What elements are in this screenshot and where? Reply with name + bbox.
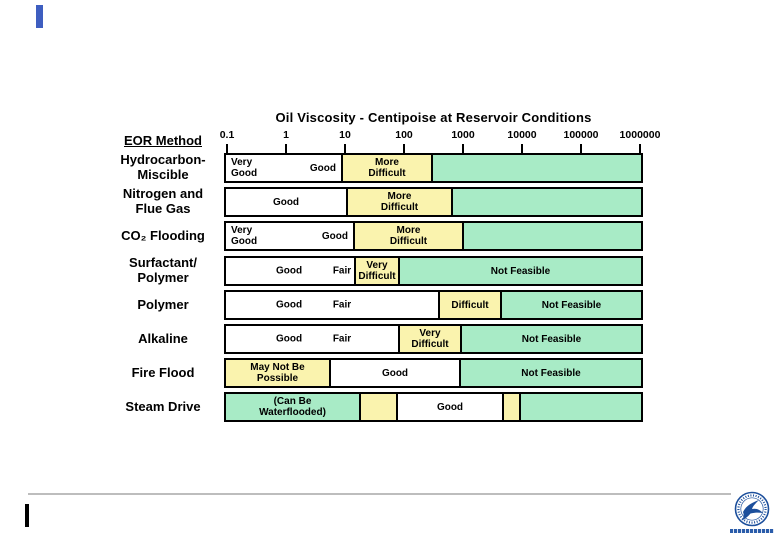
- segment-not-feasible: Not Feasible: [459, 358, 643, 388]
- method-label-alkaline: Alkaline: [138, 330, 188, 346]
- axis-tick-mark: [285, 144, 287, 153]
- segment-unlabeled: [431, 153, 643, 183]
- segment-may-not-be-possible: May Not Be Possible: [224, 358, 331, 388]
- axis-tick-mark: [403, 144, 405, 153]
- axis-tick-mark: [639, 144, 641, 153]
- axis-tick-mark: [580, 144, 582, 153]
- viscosity-bar-co-flooding: Very Good Good More Difficult: [224, 221, 643, 251]
- method-label-fire-flood: Fire Flood: [131, 364, 195, 380]
- axis-tick-label-100000: 100000: [563, 129, 599, 141]
- method-label-hydrocarbon-miscible: Hydrocarbon- Miscible: [120, 152, 206, 182]
- segment-label: Good: [321, 230, 348, 242]
- axis-tick-label-1: 1: [283, 129, 289, 141]
- axis-tick-label-100: 100: [395, 129, 413, 141]
- eor-method-column-header: EOR Method: [124, 133, 202, 148]
- segment-more-difficult: More Difficult: [353, 221, 464, 251]
- chart-title: Oil Viscosity - Centipoise at Reservoir …: [275, 110, 592, 125]
- method-label-surfactant-polymer: Surfactant/ Polymer: [129, 255, 197, 285]
- text-cursor: [25, 504, 29, 527]
- segment-label: Good: [275, 265, 303, 277]
- segment-very-difficult: Very Difficult: [398, 324, 462, 354]
- segment-not-feasible: Not Feasible: [460, 324, 643, 354]
- bird-icon: [742, 500, 763, 521]
- segment-label: Very Good: [231, 157, 258, 179]
- segment-good-fair: Good Fair: [224, 256, 356, 286]
- segment-label: Very Good: [231, 225, 258, 247]
- axis-tick-label-1000000: 1000000: [619, 129, 661, 141]
- axis-tick-label-10000: 10000: [507, 129, 537, 141]
- segment-very-good-good: Very Good Good: [224, 153, 343, 183]
- segment-unlabeled: [462, 221, 643, 251]
- axis-tick-label-10: 10: [339, 129, 351, 141]
- segment-good: Good: [224, 187, 348, 217]
- axis-tick-mark: [344, 144, 346, 153]
- segment-not-feasible: Not Feasible: [398, 256, 643, 286]
- logo-caption-text: [730, 529, 774, 533]
- segment-good-fair: Good Fair: [224, 324, 400, 354]
- segment-label: Fair: [332, 265, 352, 277]
- axis-tick-mark: [521, 144, 523, 153]
- axis-tick-mark: [226, 144, 228, 153]
- segment-can-be-waterflooded: (Can Be Waterflooded): [224, 392, 361, 422]
- segment-more-difficult: More Difficult: [346, 187, 453, 217]
- segment-label: Fair: [332, 333, 352, 345]
- segment-label: Fair: [332, 299, 352, 311]
- segment-good: Good: [329, 358, 461, 388]
- bird-emblem-logo: [734, 491, 770, 527]
- segment-difficult: Difficult: [438, 290, 502, 320]
- footer-divider: [28, 493, 731, 495]
- method-label-co-flooding: CO₂ Flooding: [121, 227, 205, 243]
- method-label-nitrogen-and-flue-gas: Nitrogen and Flue Gas: [122, 186, 204, 216]
- segment-unlabeled: [451, 187, 643, 217]
- method-label-steam-drive: Steam Drive: [125, 398, 201, 414]
- segment-label: Good: [275, 299, 303, 311]
- axis-tick-mark: [462, 144, 464, 153]
- segment-unlabeled: [359, 392, 398, 422]
- segment-more-difficult: More Difficult: [341, 153, 433, 183]
- segment-unlabeled: [519, 392, 643, 422]
- axis-tick-label-1000: 1000: [451, 129, 475, 141]
- segment-good: Good: [396, 392, 504, 422]
- viscosity-bar-hydrocarbon-miscible: Very Good Good More Difficult: [224, 153, 643, 183]
- segment-label: Good: [275, 333, 303, 345]
- segment-not-feasible: Not Feasible: [500, 290, 643, 320]
- segment-very-difficult: Very Difficult: [354, 256, 400, 286]
- segment-label: Good: [309, 162, 336, 174]
- viscosity-bar-steam-drive: (Can Be Waterflooded) Good: [224, 392, 643, 422]
- slide-edit-marker: [36, 5, 43, 28]
- segment-good-fair: Good Fair: [224, 290, 440, 320]
- segment-very-good-good: Very Good Good: [224, 221, 355, 251]
- method-label-polymer: Polymer: [137, 296, 189, 312]
- axis-tick-label-0-1: 0.1: [219, 129, 235, 141]
